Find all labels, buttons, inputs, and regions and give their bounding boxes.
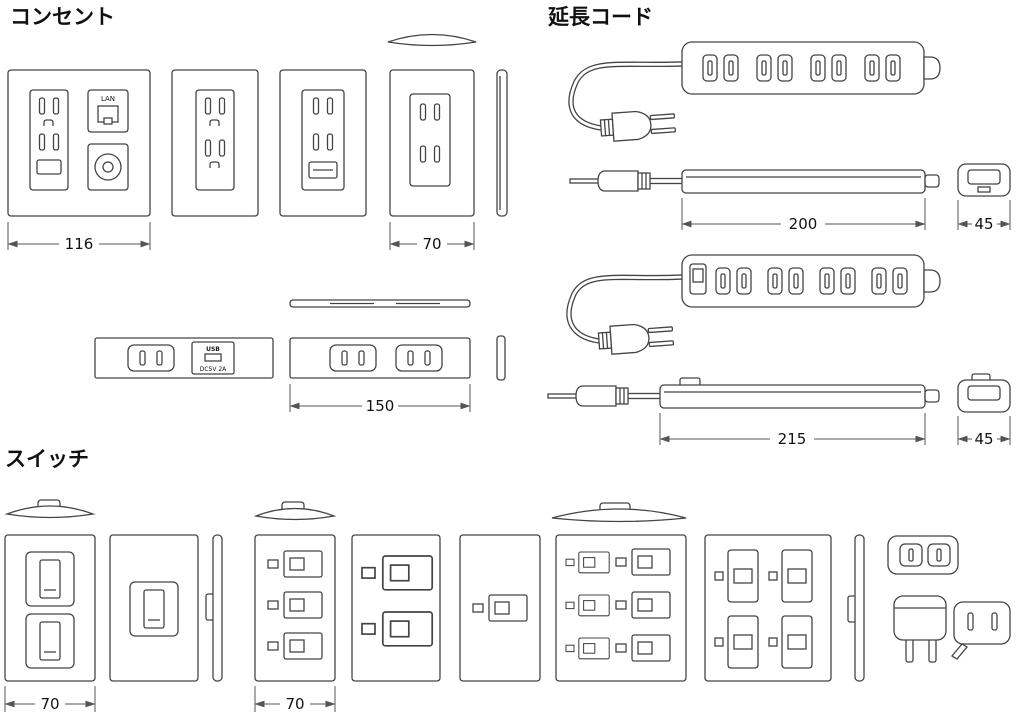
dimension-label: 45 bbox=[974, 430, 993, 448]
power-plug-side-icon bbox=[569, 170, 651, 192]
dimension-label: 150 bbox=[366, 397, 395, 415]
switch-plate-top-view-2 bbox=[253, 501, 337, 521]
usb-spec-label: DC5V 2A bbox=[200, 366, 227, 373]
plate-top-view-icon bbox=[387, 33, 477, 47]
hanging-tab-icon bbox=[923, 56, 941, 80]
dimension-70-switch-a: 70 bbox=[4, 686, 96, 713]
dimension-label: 116 bbox=[65, 235, 94, 253]
switch-plate-side-view-1 bbox=[205, 534, 223, 682]
outlet-strip-double bbox=[289, 299, 471, 379]
switch-plate-double-rocker bbox=[4, 534, 96, 682]
usb-label: USB bbox=[206, 346, 220, 353]
extension-cord-2-end bbox=[957, 373, 1011, 413]
dimension-45-b: 45 bbox=[957, 416, 1011, 448]
dimension-label: 70 bbox=[422, 235, 441, 253]
outlet-plate-grounded bbox=[171, 69, 259, 217]
section-switches: スイッチ 70 bbox=[4, 447, 1011, 713]
switch-plate-grid-2x3 bbox=[555, 534, 687, 682]
power-plug-side-icon bbox=[547, 385, 629, 407]
power-plug-icon bbox=[599, 108, 677, 143]
outlet-plate-double bbox=[387, 33, 477, 217]
hanging-tab-icon bbox=[923, 269, 941, 293]
outlet-plate-side-view bbox=[496, 69, 508, 217]
dimension-116: 116 bbox=[7, 222, 151, 253]
dimension-label: 200 bbox=[789, 215, 818, 233]
switch-plate-triple-wide bbox=[254, 534, 336, 682]
power-plug-icon bbox=[597, 321, 675, 356]
extension-cord-1-top bbox=[568, 41, 941, 143]
switch-plate-top-view-3 bbox=[551, 502, 687, 523]
extension-cord-2-side bbox=[547, 377, 940, 409]
dimension-70-switch-b: 70 bbox=[254, 686, 336, 713]
switch-plate-double-wide bbox=[351, 534, 441, 682]
strip-top-view-icon bbox=[289, 299, 471, 308]
plug-face-view bbox=[951, 601, 1011, 660]
extension-cord-1-side bbox=[569, 169, 940, 194]
dimension-45-a: 45 bbox=[957, 200, 1011, 233]
dimension-label: 215 bbox=[778, 430, 807, 448]
dimension-70-outlet: 70 bbox=[389, 222, 475, 253]
dimension-215: 215 bbox=[659, 413, 926, 448]
dimension-150: 150 bbox=[289, 384, 471, 415]
dimension-200: 200 bbox=[681, 198, 926, 233]
outlet-plate-lan-coax: LAN bbox=[7, 69, 151, 217]
switch-plate-single-rocker bbox=[109, 534, 199, 682]
dimension-label: 70 bbox=[40, 695, 59, 713]
extension-cord-1-end bbox=[957, 163, 1011, 197]
switch-plate-single-wide bbox=[459, 534, 541, 682]
outlet-plate-bottom-slot bbox=[279, 69, 367, 217]
switch-plate-side-view-2 bbox=[847, 534, 865, 682]
outlet-strip-side-view bbox=[496, 335, 506, 381]
section-outlets: コンセント LAN 116 bbox=[7, 5, 508, 415]
section-title-outlets: コンセント bbox=[10, 5, 115, 29]
usb-port-icon bbox=[204, 353, 222, 362]
switch-plate-top-view-1 bbox=[4, 499, 96, 519]
rocker-switch-icon bbox=[25, 551, 75, 607]
extension-cord-2-top bbox=[566, 254, 941, 356]
plug-front-view bbox=[893, 595, 947, 663]
outlet-strip-usb: USB DC5V 2A bbox=[94, 337, 274, 379]
lan-label: LAN bbox=[101, 95, 115, 103]
section-title-switches: スイッチ bbox=[5, 447, 89, 471]
large-rocker-icon bbox=[714, 549, 813, 669]
plug-adapter-face bbox=[887, 535, 959, 575]
dimension-label: 70 bbox=[285, 695, 304, 713]
switch-plate-grid-2x2 bbox=[704, 534, 832, 682]
dimension-label: 45 bbox=[974, 215, 993, 233]
section-extension-cords: 延長コード 200 bbox=[547, 5, 1011, 448]
section-title-extension: 延長コード bbox=[547, 5, 653, 29]
strip-receptacle-icon bbox=[127, 344, 175, 372]
